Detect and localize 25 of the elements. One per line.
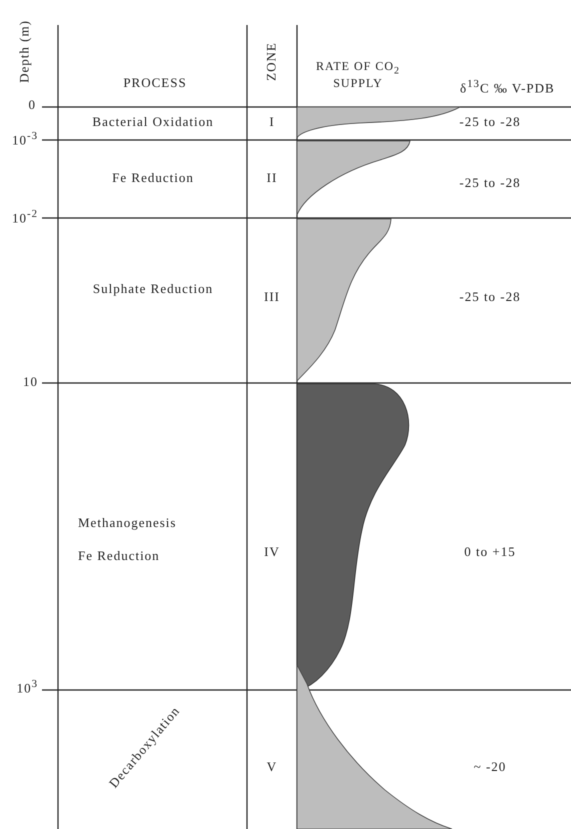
isotope-value: ~ -20 <box>472 760 508 775</box>
column-header: δ$^{13}$C ‰ V-PDB <box>460 78 556 96</box>
column-header: PROCESS <box>122 76 188 91</box>
process-label: Bacterial Oxidation <box>91 115 215 130</box>
isotope-value: -25 to -28 <box>458 290 522 305</box>
tick-label: 0 <box>28 98 36 113</box>
zone-label: I <box>268 115 276 130</box>
process-label: Sulphate Reduction <box>92 282 214 297</box>
zone-label: V <box>266 760 278 775</box>
process-label: Fe Reduction <box>111 171 195 186</box>
tick-label: 10$^{3}$ <box>16 678 38 696</box>
tick-label: 10$^{-3}$ <box>10 130 38 148</box>
column-header: ZONE <box>264 41 280 83</box>
column-header: RATE OF CO$_{2}$ SUPPLY <box>314 60 401 91</box>
tick-label: 10 <box>22 375 38 390</box>
axis-title: Depth (m) <box>18 19 32 85</box>
tick-label: 10$^{-2}$ <box>10 208 38 226</box>
process-label: Methanogenesis <box>78 516 178 531</box>
zone-label: IV <box>263 545 281 560</box>
isotope-value: 0 to +15 <box>463 545 517 560</box>
isotope-value: -25 to -28 <box>458 115 522 130</box>
zone-label: II <box>266 171 278 186</box>
process-label: Fe Reduction <box>78 549 161 564</box>
isotope-value: -25 to -28 <box>458 176 522 191</box>
zone-label: III <box>263 290 281 305</box>
